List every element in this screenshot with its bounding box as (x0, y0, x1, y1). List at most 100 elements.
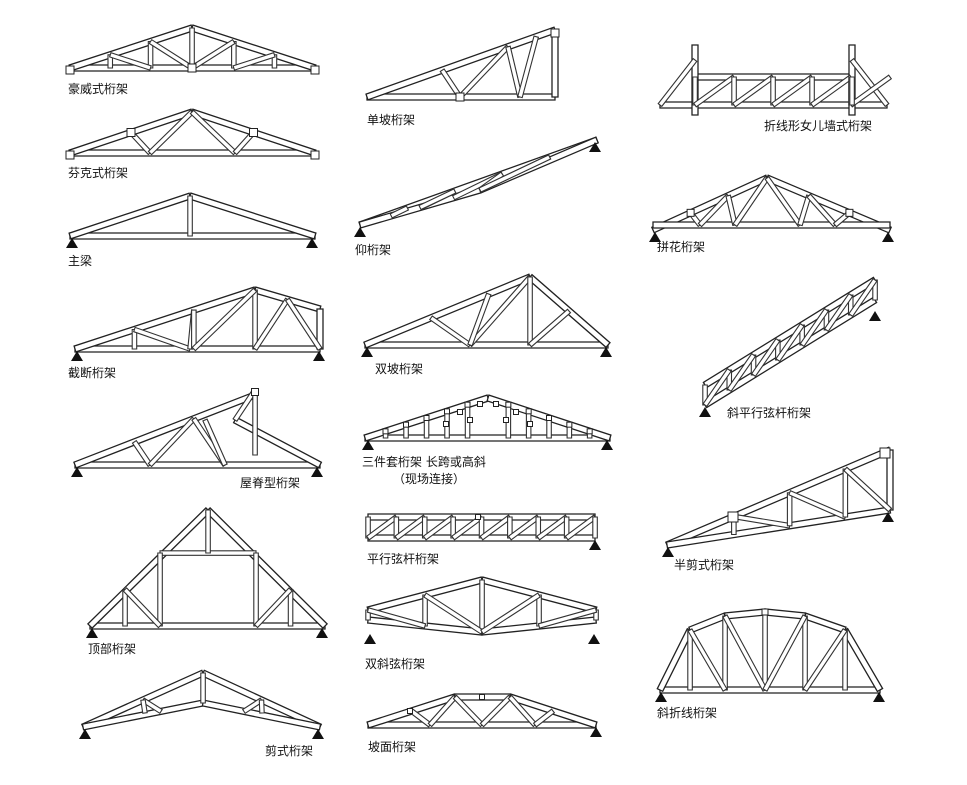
gusset-plate (505, 401, 512, 408)
truss-sloped-parallel (699, 276, 881, 417)
web-member (722, 615, 728, 691)
chord-member (763, 608, 807, 620)
gusset-plate (566, 421, 573, 428)
web-member (252, 389, 258, 456)
gusset-plate (457, 409, 463, 415)
gusset-plate (65, 65, 75, 75)
support-triangle (869, 311, 881, 321)
gusset-plate (525, 408, 532, 415)
web-member (389, 205, 410, 219)
chord-member (364, 434, 611, 442)
truss-attic (86, 506, 329, 638)
truss-parapet (657, 44, 893, 116)
web-member (592, 516, 598, 539)
truss-ridge (71, 388, 323, 477)
web-member (799, 307, 830, 348)
web-member (564, 514, 598, 541)
web-member (527, 276, 533, 346)
gusset-plate (464, 401, 471, 408)
support-triangle (589, 142, 601, 152)
web-member (191, 309, 197, 350)
web-member (252, 289, 258, 350)
chord-member (365, 26, 557, 101)
caption-three-piece: 三件套桁架 长跨或高斜 (362, 455, 486, 469)
web-member (422, 514, 456, 541)
gusset-plate (382, 428, 389, 435)
web-member (271, 54, 278, 69)
web-member (232, 52, 276, 71)
web-member (762, 614, 808, 692)
support-triangle (316, 628, 328, 638)
web-member (786, 492, 793, 527)
caption-parallel: 平行弦杆桁架 (367, 552, 440, 566)
web-member (843, 466, 893, 513)
truss-half-scissor (662, 446, 894, 557)
gusset-plate (686, 208, 695, 217)
web-member (108, 52, 152, 71)
support-triangle (601, 440, 613, 450)
truss-fink (65, 108, 320, 160)
gusset-plate (727, 511, 739, 523)
web-member (726, 352, 757, 393)
web-member (842, 468, 849, 518)
chord-member (68, 192, 192, 240)
truss-inverted (354, 136, 601, 237)
support-triangle (590, 727, 602, 737)
caption-ridge: 屋脊型桁架 (240, 476, 301, 490)
web-member (788, 489, 848, 520)
web-member (722, 614, 768, 692)
chord-member (86, 506, 212, 630)
caption-slope: 坡面桁架 (368, 740, 417, 754)
web-member (467, 292, 492, 347)
truss-three-piece (362, 394, 613, 450)
web-member (141, 697, 163, 715)
support-triangle (600, 347, 612, 357)
web-member (191, 287, 258, 352)
chord-member (188, 192, 317, 240)
web-member (365, 514, 399, 541)
caption-howe: 豪威式桁架 (68, 82, 129, 96)
gusset-plate (187, 63, 197, 73)
caption-double-bowstring: 双斜弦桁架 (365, 657, 426, 671)
truss-dual-pitch (361, 273, 612, 357)
gusset-plate (475, 514, 481, 520)
support-triangle (882, 512, 894, 522)
web-member (687, 628, 728, 692)
support-triangle (86, 628, 98, 638)
caption-fink: 芬克式桁架 (68, 166, 129, 180)
support-triangle (361, 347, 373, 357)
chord-member (73, 391, 257, 469)
chord-member (69, 149, 316, 157)
gusset-plate (761, 608, 769, 616)
chord-member (363, 273, 532, 349)
chord-member (664, 446, 893, 549)
gusset-plate (423, 415, 430, 421)
web-member (517, 35, 540, 99)
gusset-plate (310, 150, 320, 160)
chord-member (723, 608, 767, 620)
chord-member (656, 627, 694, 693)
truss-mono (365, 26, 560, 102)
gusset-plate (477, 401, 483, 407)
truss-howe (65, 24, 320, 75)
web-member (809, 74, 854, 108)
caption-spliced: 拼花桁架 (657, 240, 706, 254)
web-member (252, 297, 291, 351)
web-member (189, 27, 195, 69)
gusset-plate (126, 128, 136, 137)
chord-member (316, 308, 324, 350)
truss-spliced (649, 174, 894, 242)
gusset-plate (251, 388, 259, 396)
web-member (692, 74, 737, 108)
gusset-plate (249, 128, 258, 137)
web-member (849, 57, 890, 108)
caption-truncated: 截断桁架 (68, 366, 117, 380)
web-member (253, 587, 293, 629)
web-member (657, 57, 698, 108)
support-triangle (354, 227, 366, 237)
chord-member (803, 612, 847, 634)
support-triangle (71, 467, 83, 477)
caption-mono: 单坡桁架 (367, 113, 416, 127)
support-triangle (699, 407, 711, 417)
